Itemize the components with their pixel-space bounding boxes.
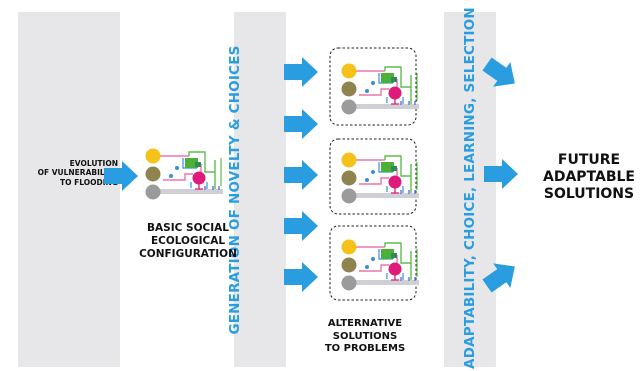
arrow-right-icon (284, 160, 318, 190)
network-configuration-icon (144, 147, 224, 201)
evolution-line-2: OF VULNERABILITY (37, 168, 118, 178)
network-configuration-icon (340, 151, 420, 205)
alternative-box-2 (329, 138, 417, 215)
future-line-1: FUTURE (557, 152, 621, 168)
arrow-right-icon (284, 109, 318, 139)
evolution-line-3: TO FLOODING (60, 177, 118, 187)
arrow-right-icon (284, 211, 318, 241)
arrow-right-icon (284, 57, 318, 87)
arrow-diagonal-up-icon (478, 254, 524, 299)
arrow-right-icon (484, 159, 518, 189)
basic-line-3: CONFIGURATION (139, 248, 237, 261)
future-line-3: SOLUTIONS (543, 185, 635, 202)
alternative-line-2: SOLUTIONS (332, 330, 398, 342)
band-generation (234, 12, 286, 367)
evolution-label: EVOLUTION OF VULNERABILITY TO FLOODING (22, 159, 118, 187)
alternative-line-3: TO PROBLEMS (324, 343, 406, 354)
network-configuration-icon (340, 238, 420, 292)
evolution-line-1: EVOLUTION (69, 159, 118, 168)
alternative-line-1: ALTERNATIVE (327, 318, 403, 329)
alternative-solutions-label: ALTERNATIVE SOLUTIONS TO PROBLEMS (310, 318, 420, 356)
network-configuration-icon (340, 62, 420, 116)
basic-line-2: ECOLOGICAL (150, 235, 226, 248)
arrow-right-icon (104, 161, 138, 191)
band-evolution (18, 12, 120, 367)
basic-line-1: BASIC SOCIAL (147, 222, 229, 234)
future-line-2: ADAPTABLE (542, 168, 635, 185)
alternative-box-1 (329, 47, 417, 126)
basic-configuration-label: BASIC SOCIAL ECOLOGICAL CONFIGURATION (128, 222, 248, 261)
arrow-right-icon (284, 262, 318, 292)
arrow-diagonal-down-icon (478, 51, 524, 96)
future-solutions-label: FUTURE ADAPTABLE SOLUTIONS (540, 152, 638, 202)
